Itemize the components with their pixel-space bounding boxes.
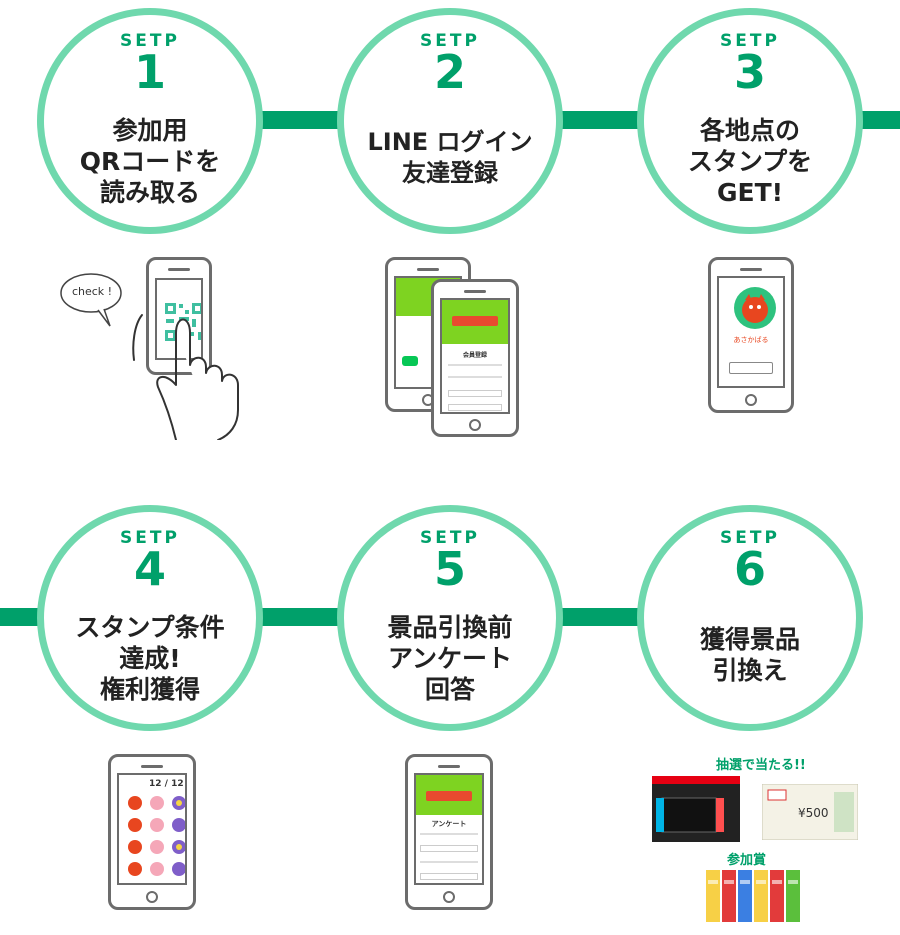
line-badge — [402, 356, 418, 366]
step-3-phone: あさかばる — [708, 257, 794, 413]
step-5-screen-banner — [416, 775, 482, 815]
step-4-phone: 12 / 12 — [108, 754, 196, 910]
connector-5-6 — [562, 608, 642, 626]
step-2-label: LINE ログイン 友達登録 — [352, 127, 548, 189]
step-6-number: 6 — [644, 544, 856, 594]
step-1-circle: SETP 1 参加用 QRコードを 読み取る — [37, 8, 263, 234]
step-3-label: 各地点の スタンプを GET! — [652, 115, 848, 208]
connector-2-3 — [562, 111, 642, 129]
step-3-number: 3 — [644, 47, 856, 97]
gift-certificate-value: ¥500 — [798, 806, 829, 820]
step-5-circle: SETP 5 景品引換前 アンケート 回答 — [337, 505, 563, 731]
pointing-hand-icon — [58, 255, 248, 440]
step-3-input-box — [729, 362, 773, 374]
step-2-circle: SETP 2 LINE ログイン 友達登録 — [337, 8, 563, 234]
snack-sticks-icon — [706, 870, 802, 922]
step-4-circle: SETP 4 スタンプ条件 達成! 権利獲得 — [37, 505, 263, 731]
step-4-stamp-counter: 12 / 12 — [149, 779, 184, 789]
step-2-illustration: 会員登録 — [385, 257, 520, 437]
step-1-number: 1 — [44, 47, 256, 97]
step-2-number: 2 — [344, 47, 556, 97]
lottery-prize-caption: 抽選で当たる!! — [716, 754, 806, 773]
step-4-number: 4 — [44, 544, 256, 594]
step-3-character-name: あさかばる — [719, 335, 783, 345]
participation-prize-caption: 参加賞 — [727, 849, 766, 868]
step-5-survey-title: アンケート — [416, 819, 482, 829]
stamp-character-icon — [733, 286, 777, 330]
step-5-number: 5 — [344, 544, 556, 594]
step-2-register-title: 会員登録 — [442, 350, 508, 359]
connector-4-5 — [262, 608, 342, 626]
step-3-circle: SETP 3 各地点の スタンプを GET! — [637, 8, 863, 234]
step-4-label: スタンプ条件 達成! 権利獲得 — [52, 612, 248, 705]
step-1-illustration: check ! — [58, 255, 248, 440]
connector-1-2 — [262, 111, 342, 129]
game-console-box-icon — [652, 776, 742, 846]
step-2-screen-banner — [442, 300, 508, 344]
step-1-label: 参加用 QRコードを 読み取る — [52, 115, 248, 208]
step-5-label: 景品引換前 アンケート 回答 — [352, 612, 548, 705]
connector-4-left — [0, 608, 42, 626]
step-5-phone: アンケート — [405, 754, 493, 910]
stamp-grid-icon — [125, 795, 187, 885]
step-2-phone-front: 会員登録 — [431, 279, 519, 437]
step-6-label: 獲得景品 引換え — [652, 624, 848, 686]
step-6-circle: SETP 6 獲得景品 引換え — [637, 505, 863, 731]
connector-3-right — [862, 111, 900, 129]
